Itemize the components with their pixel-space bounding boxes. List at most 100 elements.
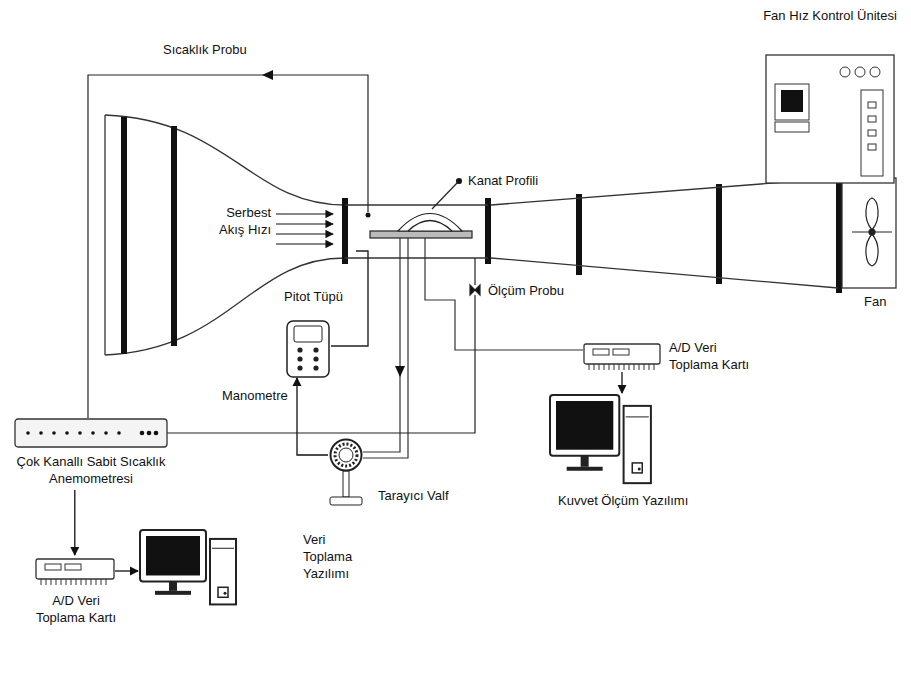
device-label: Tarayıcı Valf (378, 488, 462, 505)
wind-tunnel-inlet (105, 258, 345, 355)
scanning-valve-icon-part (331, 440, 362, 471)
text-block: Manometre (222, 388, 298, 405)
fan-speed-controller-icon-part (868, 144, 876, 150)
airfoil-model (370, 231, 472, 238)
anemometer-unit-icon-part (104, 431, 108, 435)
daq-card-icon-part (101, 579, 102, 585)
anemometer-unit-icon-part (65, 431, 69, 435)
daq-card-icon-part (51, 579, 52, 585)
part-label: Ölçüm Probu (488, 283, 588, 300)
anemometer-unit-icon-part (154, 431, 159, 436)
daq-card-icon-part (589, 364, 590, 370)
computer-icon-part (146, 536, 200, 575)
daq-card-icon-part (45, 564, 61, 570)
anemometer-unit-icon (14, 418, 168, 448)
fan-housing (842, 178, 896, 288)
scanning-valve-icon-part (335, 444, 357, 466)
device-label: Manometre (222, 388, 298, 405)
manometer-icon-part (294, 326, 322, 342)
daq-card-icon-part (639, 364, 640, 370)
part-label: Kanat Profili (468, 173, 568, 190)
daq-card-icon-part (65, 564, 81, 570)
daq-card-icon-part (604, 364, 605, 370)
pressure-tube (395, 366, 405, 377)
daq-card-icon-part (609, 364, 610, 370)
device-label: Çok Kanallı Sabit Sıcaklık Anemometresi (16, 454, 166, 488)
pressure-tube (363, 238, 400, 452)
airfoil-model (457, 179, 462, 184)
airfoil-model (408, 221, 452, 232)
part-label: Fan (864, 294, 904, 311)
daq-card-icon-part (619, 364, 620, 370)
computer-icon-part (140, 530, 206, 581)
fan-speed-controller-icon-part (868, 130, 876, 136)
scanning-valve-icon-part (343, 471, 349, 497)
airfoil-model (432, 182, 458, 209)
daq-card-icon-part (593, 349, 609, 355)
tunnel-flange (485, 198, 491, 264)
fan-symbol (869, 229, 875, 235)
daq-card-icon-part (634, 364, 635, 370)
computer-icon (138, 528, 238, 606)
measurement-probe (166, 295, 475, 433)
tunnel-flange (576, 194, 582, 275)
daq-card-icon-part (624, 364, 625, 370)
manometer-icon-part (313, 347, 318, 352)
temperature-probe-wire (262, 70, 273, 80)
computer-icon-part (626, 416, 649, 417)
computer-icon-part (550, 395, 619, 456)
daq-card-icon-part (76, 579, 77, 585)
fan-speed-controller-icon-part (775, 84, 809, 120)
manometer-icon-part (297, 347, 302, 352)
fan-speed-controller-icon-part (766, 55, 894, 183)
text-block: Kuvvet Ölçüm Yazılımı (558, 493, 713, 510)
anemometer-unit-icon-part (15, 419, 167, 447)
temperature-probe-wire (88, 70, 371, 418)
daq-card-icon-part (594, 364, 595, 370)
airfoil-model (398, 214, 462, 232)
text-block: A/D Veri Toplama Kartı (669, 340, 761, 374)
tunnel-flange (836, 173, 842, 293)
manometer-icon-part (297, 365, 302, 370)
wind-tunnel-inlet (105, 115, 345, 355)
device-label: Kuvvet Ölçüm Yazılımı (558, 493, 713, 510)
signal-connector (621, 372, 622, 393)
fan-speed-controller-icon-part (868, 116, 876, 122)
daq-card-icon-part (36, 559, 114, 579)
tunnel-flange (716, 184, 722, 284)
daq-card-icon-part (96, 579, 97, 585)
manometer-icon (286, 320, 330, 378)
computer-icon-part (218, 587, 228, 597)
daq-card-icon-part (71, 579, 72, 585)
anemometer-unit: Çok Kanallı Sabit Sıcaklık Anemometresi (10, 416, 172, 490)
tunnel-flange (342, 198, 348, 264)
manometer-icon-part (313, 365, 318, 370)
fan-speed-controller-icon-part (840, 67, 850, 77)
signal-connector (297, 378, 328, 455)
daq-card: A/D Veri Toplama Kartı (26, 553, 126, 629)
temperature-probe-wire (88, 75, 368, 418)
fan-symbol (866, 234, 878, 266)
scanning-valve-icon-part (339, 448, 353, 462)
fan-speed-controller-icon-part (781, 90, 803, 112)
measurement-probe (166, 258, 480, 433)
daq-card-icon-part (613, 349, 629, 355)
daq-card-icon (583, 340, 661, 372)
daq-card-icon-part (629, 364, 630, 370)
device-label: A/D Veri Toplama Kartı (669, 340, 761, 374)
device-label: Fan Hız Kontrol Ünitesi (762, 8, 898, 25)
pressure-tube (363, 238, 408, 458)
fan-symbol (866, 198, 878, 230)
fan-housing (842, 178, 896, 288)
flow-arrow (276, 233, 333, 234)
daq-card: A/D Veri Toplama Kartı (583, 338, 763, 376)
daq-card-icon-part (654, 364, 655, 370)
text-block: Çok Kanallı Sabit Sıcaklık Anemometresi (16, 454, 166, 488)
daq-card-icon (35, 555, 115, 587)
computer-icon-part (212, 548, 234, 549)
fan-speed-controller: Fan Hız Kontrol Ünitesi (762, 8, 898, 186)
flow-arrow (276, 223, 333, 224)
scanning-valve: Tarayıcı Valf (328, 438, 462, 508)
tunnel-flange (121, 117, 842, 354)
